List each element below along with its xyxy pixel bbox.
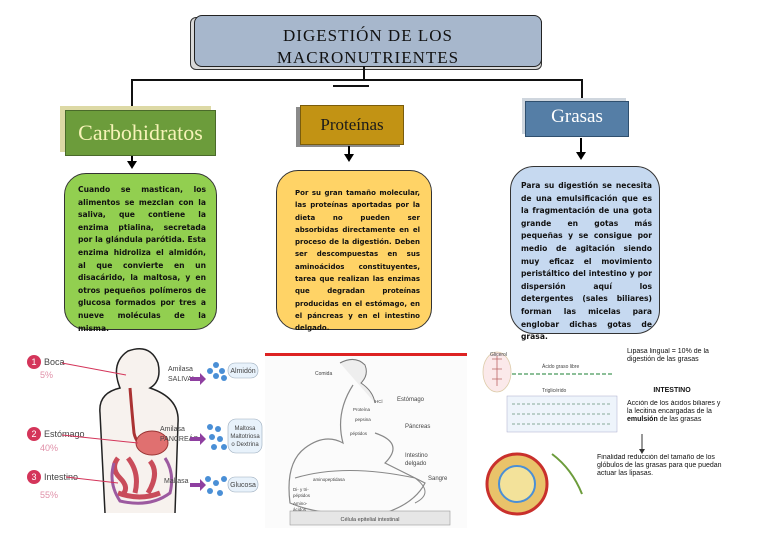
label-acido: Ácido graso libre — [542, 363, 579, 370]
organ-intestino: Intestino — [44, 472, 78, 482]
connector-title — [363, 66, 365, 80]
arrow-carbohidratos-shaft — [131, 156, 133, 162]
label-glicerol: Glicerol — [490, 352, 507, 358]
organ-boca: Boca — [44, 357, 65, 367]
intestino-title: INTESTINO — [653, 387, 691, 394]
marker-3-num: 3 — [31, 472, 36, 482]
accion-text: Acción de los ácidos biliares y la lecit… — [627, 400, 721, 415]
figure-proteinas: Comida Estómago Páncreas Intestino delga… — [265, 353, 467, 528]
product-2c: o Dextrina — [231, 442, 259, 448]
enzyme-3-line1: Maltasa — [164, 478, 189, 485]
arrow-proteinas-shaft — [348, 146, 350, 154]
pct-estomago: 40% — [40, 443, 58, 453]
label-peptidos: péptidos — [350, 431, 368, 436]
text-grasas: Para su digestión se necesita de una emu… — [510, 166, 660, 341]
digestive-system-illustration: 1 2 3 Boca Estómago Intestino 5% 40% 55%… — [27, 348, 263, 513]
arrow-grasas-shaft — [580, 138, 582, 152]
title-box: DIGESTIÓN DE LOS MACRONUTRIENTES — [194, 15, 542, 67]
label-pancreas: Páncreas — [405, 424, 430, 430]
product-3: Glucosa — [230, 482, 256, 489]
arrow-carbohidratos-icon — [127, 161, 137, 169]
connector-horizontal — [131, 79, 583, 81]
label-di: Di- y tri- — [293, 487, 309, 492]
fat-digestion-illustration: Glicerol Ácido graso libre Triglicérido … — [482, 348, 722, 516]
label-proteina: Proteína — [353, 407, 371, 412]
text-carbohidratos: Cuando se mastican, los alimentos se mez… — [64, 173, 217, 333]
enzyme-2-line1: Amilasa — [160, 426, 185, 433]
arrow-proteinas-icon — [344, 154, 354, 162]
connector-carbohidratos — [131, 79, 133, 110]
product-2: Maltosa — [234, 426, 256, 432]
connector-grasas — [581, 79, 583, 101]
connector-proteinas — [333, 85, 369, 87]
header-proteinas: Proteínas — [300, 105, 404, 145]
label-intestino: Intestino — [405, 453, 428, 459]
label-aminopeptidasa: aminopeptidasa — [313, 477, 345, 482]
label-celula: Célula epitelial intestinal — [340, 517, 399, 523]
protein-digestion-illustration: Comida Estómago Páncreas Intestino delga… — [265, 353, 467, 526]
label-aminoacidos2: ácidos — [293, 507, 307, 512]
header-carbohidratos: Carbohidratos — [65, 110, 216, 156]
header-grasas: Grasas — [525, 101, 629, 137]
label-hcl: HCl — [375, 399, 383, 404]
label-di2: péptidos — [293, 493, 311, 498]
enzyme-1-line2: SALIVAL — [168, 376, 196, 383]
emulsion-word: emulsión — [627, 416, 658, 423]
pct-intestino: 55% — [40, 490, 58, 500]
marker-1 — [27, 355, 41, 369]
marker-2-num: 2 — [31, 429, 36, 439]
marker-1-num: 1 — [31, 357, 36, 367]
enzyme-1-line1: Amilasa — [168, 366, 193, 373]
product-2b: Maltotriosa — [230, 434, 260, 440]
lipasa-text: Lipasa lingual = 10% de la digestión de … — [627, 348, 709, 363]
marker-3 — [27, 470, 41, 484]
label-sangre: Sangre — [428, 476, 448, 482]
label-delgado: delgado — [405, 461, 427, 467]
marker-2 — [27, 427, 41, 441]
label-aminoacidos: Amino- — [293, 501, 308, 506]
arrow-grasas-icon — [576, 152, 586, 160]
label-comida: Comida — [315, 371, 332, 377]
enzyme-2-line2: PANCREÁS — [160, 434, 198, 443]
pct-boca: 5% — [40, 370, 53, 380]
page-title: DIGESTIÓN DE LOS MACRONUTRIENTES — [276, 26, 460, 67]
label-estomago: Estómago — [397, 397, 425, 403]
label-pepsina: pepsina — [355, 417, 371, 422]
label-trigliceridos: Triglicérido — [542, 388, 566, 394]
figure-carbohidratos: 1 2 3 Boca Estómago Intestino 5% 40% 55%… — [10, 343, 264, 513]
product-1: Almidón — [230, 368, 255, 375]
figure-grasas: Glicerol Ácido graso libre Triglicérido … — [472, 344, 728, 519]
text-proteinas: Por su gran tamaño molecular, las proteí… — [276, 170, 432, 332]
accion-end: de las grasas — [659, 416, 702, 423]
final-text: Finalidad reducción del tamaño de los gl… — [597, 454, 722, 477]
organ-estomago: Estómago — [44, 429, 85, 439]
